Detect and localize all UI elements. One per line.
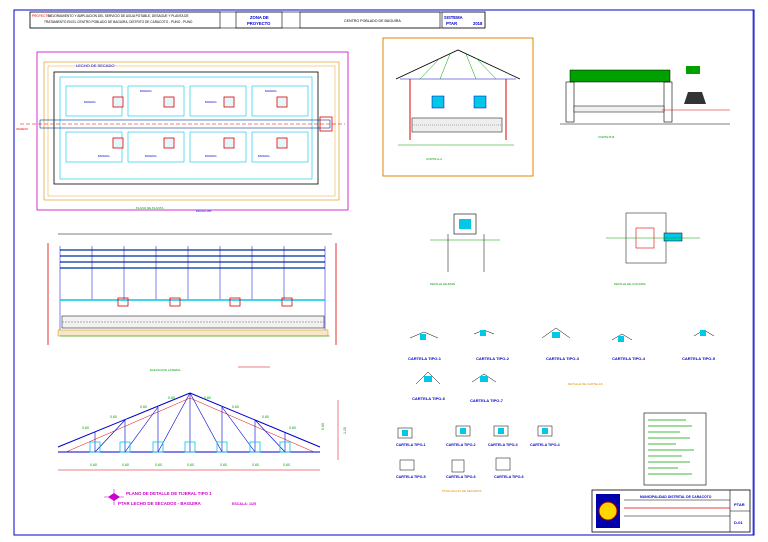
- svg-text:0.60: 0.60: [321, 423, 325, 430]
- truss-bottom-7: 0.60: [283, 463, 290, 467]
- sheet-code-2: D-01: [734, 520, 743, 525]
- plan-title: PLANO DE PLANTA: [136, 206, 163, 210]
- system-label: SISTEMA: [444, 15, 463, 20]
- svg-text:BARANDA: BARANDA: [265, 90, 277, 93]
- section-b-title: CORTE B-B: [598, 135, 614, 139]
- sheet-code-1: PTAR: [734, 502, 745, 507]
- plan-label: LECHO DE SECADO: [76, 63, 114, 68]
- header-block: PROYECTO: MEJORAMIENTO Y AMPLIACION DEL …: [29, 11, 486, 29]
- section-a-title: CORTE A-A: [426, 157, 442, 161]
- sheet-border: [13, 9, 755, 536]
- entity-name: MUNICIPALIDAD DISTRITAL DE CARACOTO: [640, 495, 712, 499]
- truss-bottom-6: 0.60: [252, 463, 259, 467]
- cartela-r2-1: CARTELA TIPO-6: [412, 396, 446, 401]
- truss-dim-5: 0.60: [204, 396, 211, 400]
- cartela-r3-4: CARTELA TIPO-4: [530, 443, 560, 447]
- title-block: MUNICIPALIDAD DISTRITAL DE CARACOTO PTAR…: [591, 489, 751, 533]
- plan-scale: ESCALA 1/50: [196, 210, 212, 213]
- zone-label-1: ZONA DE: [250, 15, 269, 20]
- details-title: DETALLE DE CARTELAS: [568, 382, 603, 386]
- truss-marker-icon: [104, 489, 124, 505]
- truss-dim-1: 0.60: [82, 426, 89, 430]
- cartela-r3-2: CARTELA TIPO-2: [446, 443, 476, 447]
- svg-text:BARANDA: BARANDA: [84, 101, 96, 104]
- plan-view: BARANDA BARANDA BARANDA BARANDA BARANDA BARA…: [16, 51, 349, 213]
- elevation-title: ELEVACION LATERAL: [150, 368, 181, 372]
- detail-2-title: DETALLE DE COLUMNA: [614, 282, 646, 286]
- svg-text:BARANDA: BARANDA: [98, 155, 110, 158]
- truss-bottom-5: 0.60: [220, 463, 227, 467]
- svg-text:BARANDA: BARANDA: [140, 90, 152, 93]
- truss-bottom-4: 0.60: [187, 463, 194, 467]
- truss-bottom-2: 0.60: [122, 463, 129, 467]
- cartela-r3-1: CARTELA TIPO-1: [396, 443, 426, 447]
- notes-panel: [643, 412, 707, 486]
- base-detail-left: DETALLE DE BASE: [430, 213, 500, 286]
- truss-dim-3: 0.60: [140, 405, 147, 409]
- truss-bottom-1: 0.60: [90, 463, 97, 467]
- year-text: 2018: [473, 21, 483, 26]
- svg-text:BARANDA: BARANDA: [205, 155, 217, 158]
- cartela-r1-2: CARTELA TIPO-2: [476, 356, 510, 361]
- cartela-r1-5: CARTELA TIPO-5: [682, 356, 716, 361]
- truss-detail: 0.60 0.60 0.60 0.60 0.60 0.60 0.60 0.60 …: [57, 392, 347, 506]
- cartela-r4-2: CARTELA TIPO-6: [446, 475, 476, 479]
- truss-dim-6: 0.60: [232, 405, 239, 409]
- truss-subtitle: PTAR LECHO DE SECADOS - BAGUIRA: [118, 501, 202, 506]
- truss-bottom-3: 0.60: [155, 463, 162, 467]
- side-section: CORTE B-B: [560, 66, 730, 139]
- svg-text:INGRESO: INGRESO: [16, 127, 28, 131]
- truss-scale: ESCALA: 1/25: [232, 502, 256, 506]
- detail-1-title: DETALLE DE BASE: [430, 282, 455, 286]
- system-value: PTAR: [446, 21, 457, 26]
- truss-dim-4: 0.60: [168, 396, 175, 400]
- cartela-r3-3: CARTELA TIPO-3: [488, 443, 518, 447]
- svg-text:BARANDA: BARANDA: [145, 155, 157, 158]
- svg-text:BARANDA: BARANDA: [205, 101, 217, 104]
- project-text-1: MEJORAMIENTO Y AMPLIACION DEL SERVICIO D…: [48, 14, 189, 18]
- cartela-r2-2: CARTELA TIPO-7: [470, 398, 504, 403]
- cartela-r1-4: CARTELA TIPO-4: [612, 356, 646, 361]
- truss-dim-8: 0.60: [289, 426, 296, 430]
- details-subtitle: PTAR LECHO DE SECADOS: [442, 489, 481, 493]
- location-text: CENTRO POBLADO DE BAGUIRA: [344, 19, 401, 23]
- zone-label-2: PROYECTO: [247, 21, 271, 26]
- truss-dim-2: 0.60: [110, 415, 117, 419]
- svg-text:1.20: 1.20: [343, 427, 347, 434]
- cartela-group: CARTELA TIPO-1 CARTELA TIPO-2 CARTELA TI…: [396, 327, 716, 493]
- cartela-r4-3: CARTELA TIPO-6: [494, 475, 524, 479]
- long-elevation: ELEVACION LATERAL: [47, 233, 337, 372]
- cartela-r4-1: CARTELA TIPO-5: [396, 475, 426, 479]
- base-detail-right: DETALLE DE COLUMNA: [606, 212, 700, 286]
- svg-text:BARANDA: BARANDA: [258, 155, 270, 158]
- cartela-r1-1: CARTELA TIPO-1: [408, 356, 442, 361]
- truss-title: PLANO DE DETALLE DE TIJERAL TIPO 1: [126, 491, 212, 496]
- truss-dim-7: 0.60: [262, 415, 269, 419]
- cartela-r1-3: CARTELA TIPO-3: [546, 356, 580, 361]
- project-text-2: TRATAMIENTO EN EL CENTRO POBLADO DE BAGU…: [44, 20, 193, 24]
- cross-section: CORTE A-A: [382, 37, 534, 177]
- project-label: PROYECTO:: [32, 14, 51, 18]
